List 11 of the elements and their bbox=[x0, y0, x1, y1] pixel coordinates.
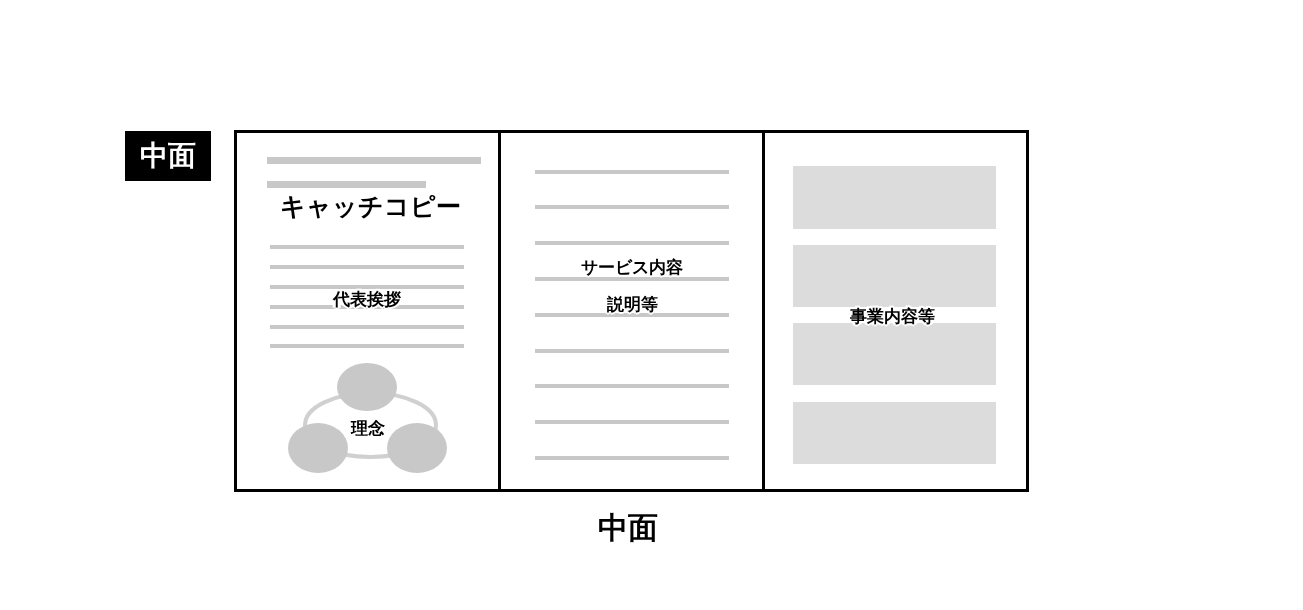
heading-text: キャッチコピー bbox=[279, 192, 461, 222]
section-label: 理念 bbox=[351, 417, 385, 439]
page-label: 中面 bbox=[125, 131, 211, 181]
panel bbox=[234, 130, 501, 492]
caption: 中面 bbox=[598, 510, 658, 546]
section-label: 代表挨拶 bbox=[333, 288, 401, 310]
section-label: 事業内容等 bbox=[849, 305, 935, 327]
panel bbox=[498, 130, 765, 492]
section-label: サービス内容 bbox=[581, 256, 683, 278]
section-label: 説明等 bbox=[606, 293, 658, 315]
panel bbox=[762, 130, 1029, 492]
